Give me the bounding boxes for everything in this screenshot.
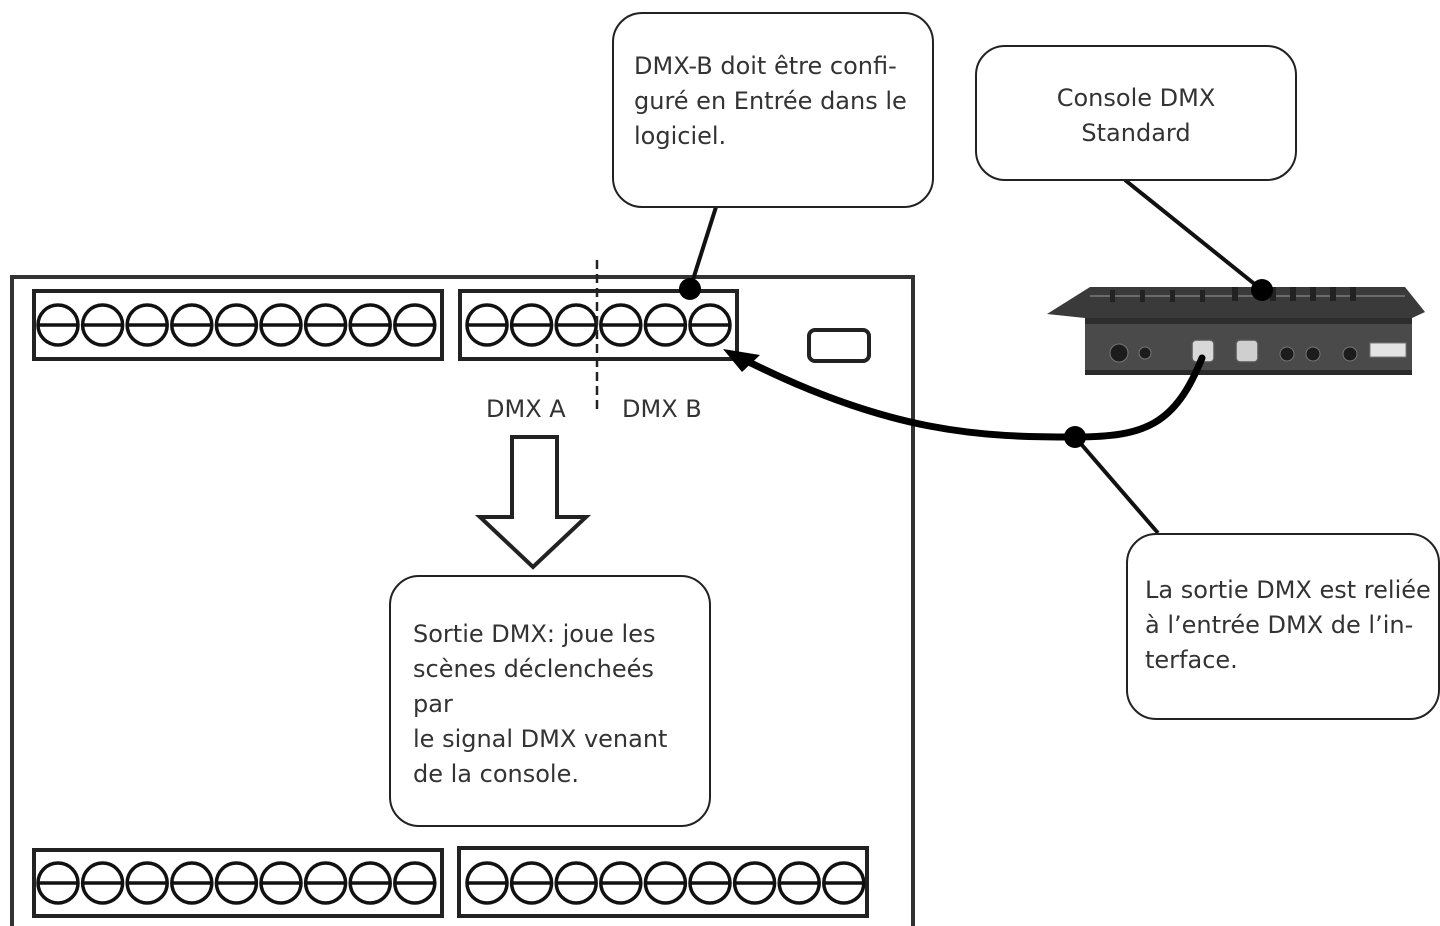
screws-bottom-left: [36, 861, 437, 905]
screws-top-left: [36, 303, 437, 347]
dmx-b-label: DMX B: [622, 395, 702, 423]
dmx-cable: [731, 351, 1206, 441]
interface-enclosure: [10, 275, 915, 926]
callout-dmx-b-config: DMX-B doit être confi- guré en Entrée da…: [612, 12, 934, 208]
interface-port: [807, 328, 871, 363]
callout-dmx-output: Sortie DMX: joue les scènes déclencheés …: [389, 575, 711, 827]
screws-dmx: [465, 303, 732, 347]
leader-line-link: [1073, 435, 1160, 535]
cable-arrowhead-icon: [723, 349, 760, 372]
leader-line-console: [1123, 178, 1264, 292]
leader-dot-cable: [1064, 426, 1086, 448]
leader-dot-dmx-b: [679, 278, 701, 300]
dmx-console-icon: [1047, 287, 1425, 375]
dmx-a-label: DMX A: [486, 395, 566, 423]
screws-bottom-right: [465, 861, 866, 905]
callout-console: Console DMX Standard: [975, 45, 1297, 181]
down-arrow-icon: [474, 435, 592, 570]
leader-line-dmx-b: [688, 206, 718, 290]
callout-link: La sortie DMX est reliée à l’entrée DMX …: [1126, 533, 1440, 720]
leader-dot-console: [1251, 279, 1273, 301]
